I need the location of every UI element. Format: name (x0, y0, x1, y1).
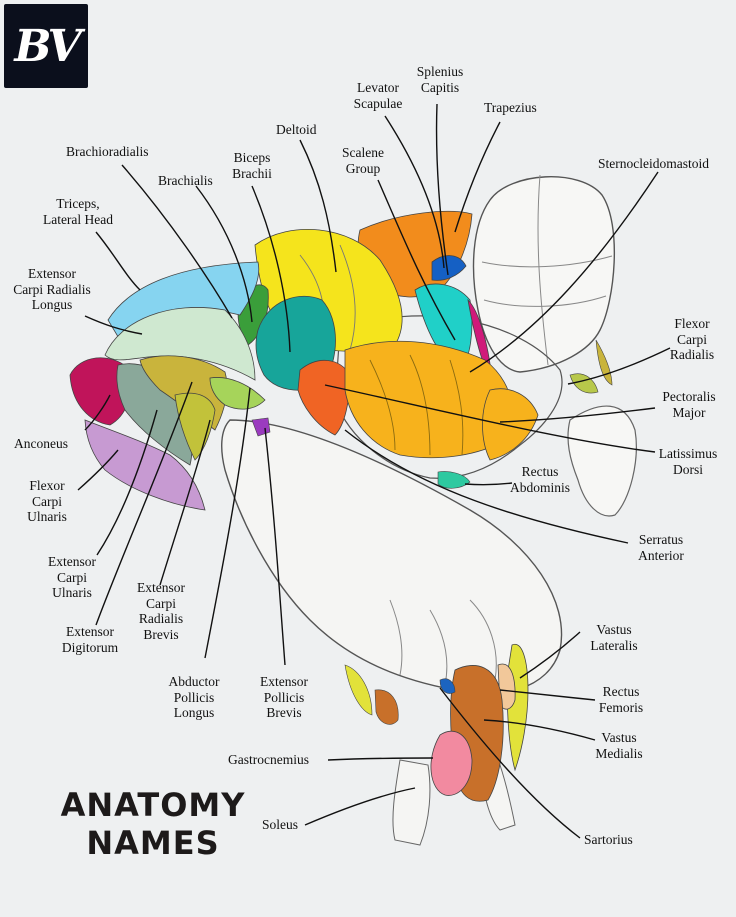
label-extensor-digitorum: Extensor Digitorum (61, 624, 119, 655)
head-outline (472, 176, 616, 373)
leader-lines (77, 103, 671, 839)
serratus-muscle (297, 359, 351, 436)
label-sternocleidomastoid: Sternocleidomastoid (598, 156, 709, 171)
logo-text: BV (14, 20, 81, 72)
label-ecrl: Extensor Carpi Radialis Longus (13, 266, 91, 312)
label-splenius-capitis: Splenius Capitis (416, 64, 464, 95)
label-sartorius: Sartorius (584, 832, 633, 847)
label-deltoid: Deltoid (276, 122, 317, 137)
page-title: ANATOMY NAMES (48, 786, 258, 862)
label-scalene-group: Scalene Group (342, 145, 384, 176)
ecrl-muscle (104, 307, 256, 381)
label-ecrb: Extensor Carpi Radialis Brevis (137, 580, 185, 642)
label-rectus-abdominis: Rectus Abdominis (509, 464, 570, 495)
sartorius-muscle (439, 678, 456, 694)
bv-logo: BV (4, 4, 88, 88)
label-rectus-femoris: Rectus Femoris (598, 684, 644, 715)
gastrocnemius-muscle (430, 730, 473, 796)
label-brachioradialis: Brachioradialis (66, 144, 149, 159)
rectus-abdominis-muscle (437, 471, 471, 489)
fcu-muscle (84, 419, 206, 511)
label-anconeus: Anconeus (14, 436, 68, 451)
label-flexor-carpi-ulnaris: Flexor Carpi Ulnaris (27, 478, 67, 524)
flexor-carpi-radialis-muscle (569, 373, 599, 394)
label-pectoralis-major: Pectoralis Major (662, 389, 716, 420)
label-biceps-brachii: Biceps Brachii (232, 150, 272, 181)
label-latissimus-dorsi: Latissimus Dorsi (658, 446, 718, 477)
label-flexor-carpi-radialis: Flexor Carpi Radialis (669, 316, 715, 362)
label-gastrocnemius: Gastrocnemius (228, 752, 309, 767)
title-line-2: NAMES (86, 824, 220, 862)
title-line-1: ANATOMY (60, 786, 246, 824)
label-trapezius: Trapezius (484, 100, 537, 115)
scalene-group-muscle (414, 283, 473, 371)
label-serratus-anterior: Serratus Anterior (638, 532, 684, 563)
ecrb-muscle (174, 392, 216, 461)
label-vastus-lateralis: Vastus Lateralis (590, 622, 638, 653)
label-vastus-medialis: Vastus Medialis (595, 730, 643, 761)
soleus-muscle (374, 689, 399, 725)
left-hand-outline (567, 405, 637, 517)
levator-scapulae-muscle (431, 255, 467, 281)
label-abductor-pollicis-longus: Abductor Pollicis Longus (168, 674, 220, 720)
label-extensor-pollicis-brevis: Extensor Pollicis Brevis (260, 674, 308, 720)
label-extensor-carpi-ulnaris: Extensor Carpi Ulnaris (48, 554, 96, 600)
label-triceps-lateral-head: Triceps, Lateral Head (42, 196, 114, 227)
label-levator-scapulae: Levator Scapulae (353, 80, 403, 111)
label-brachialis: Brachialis (158, 173, 213, 188)
latissimus-muscle (482, 388, 539, 461)
label-soleus: Soleus (262, 817, 299, 832)
